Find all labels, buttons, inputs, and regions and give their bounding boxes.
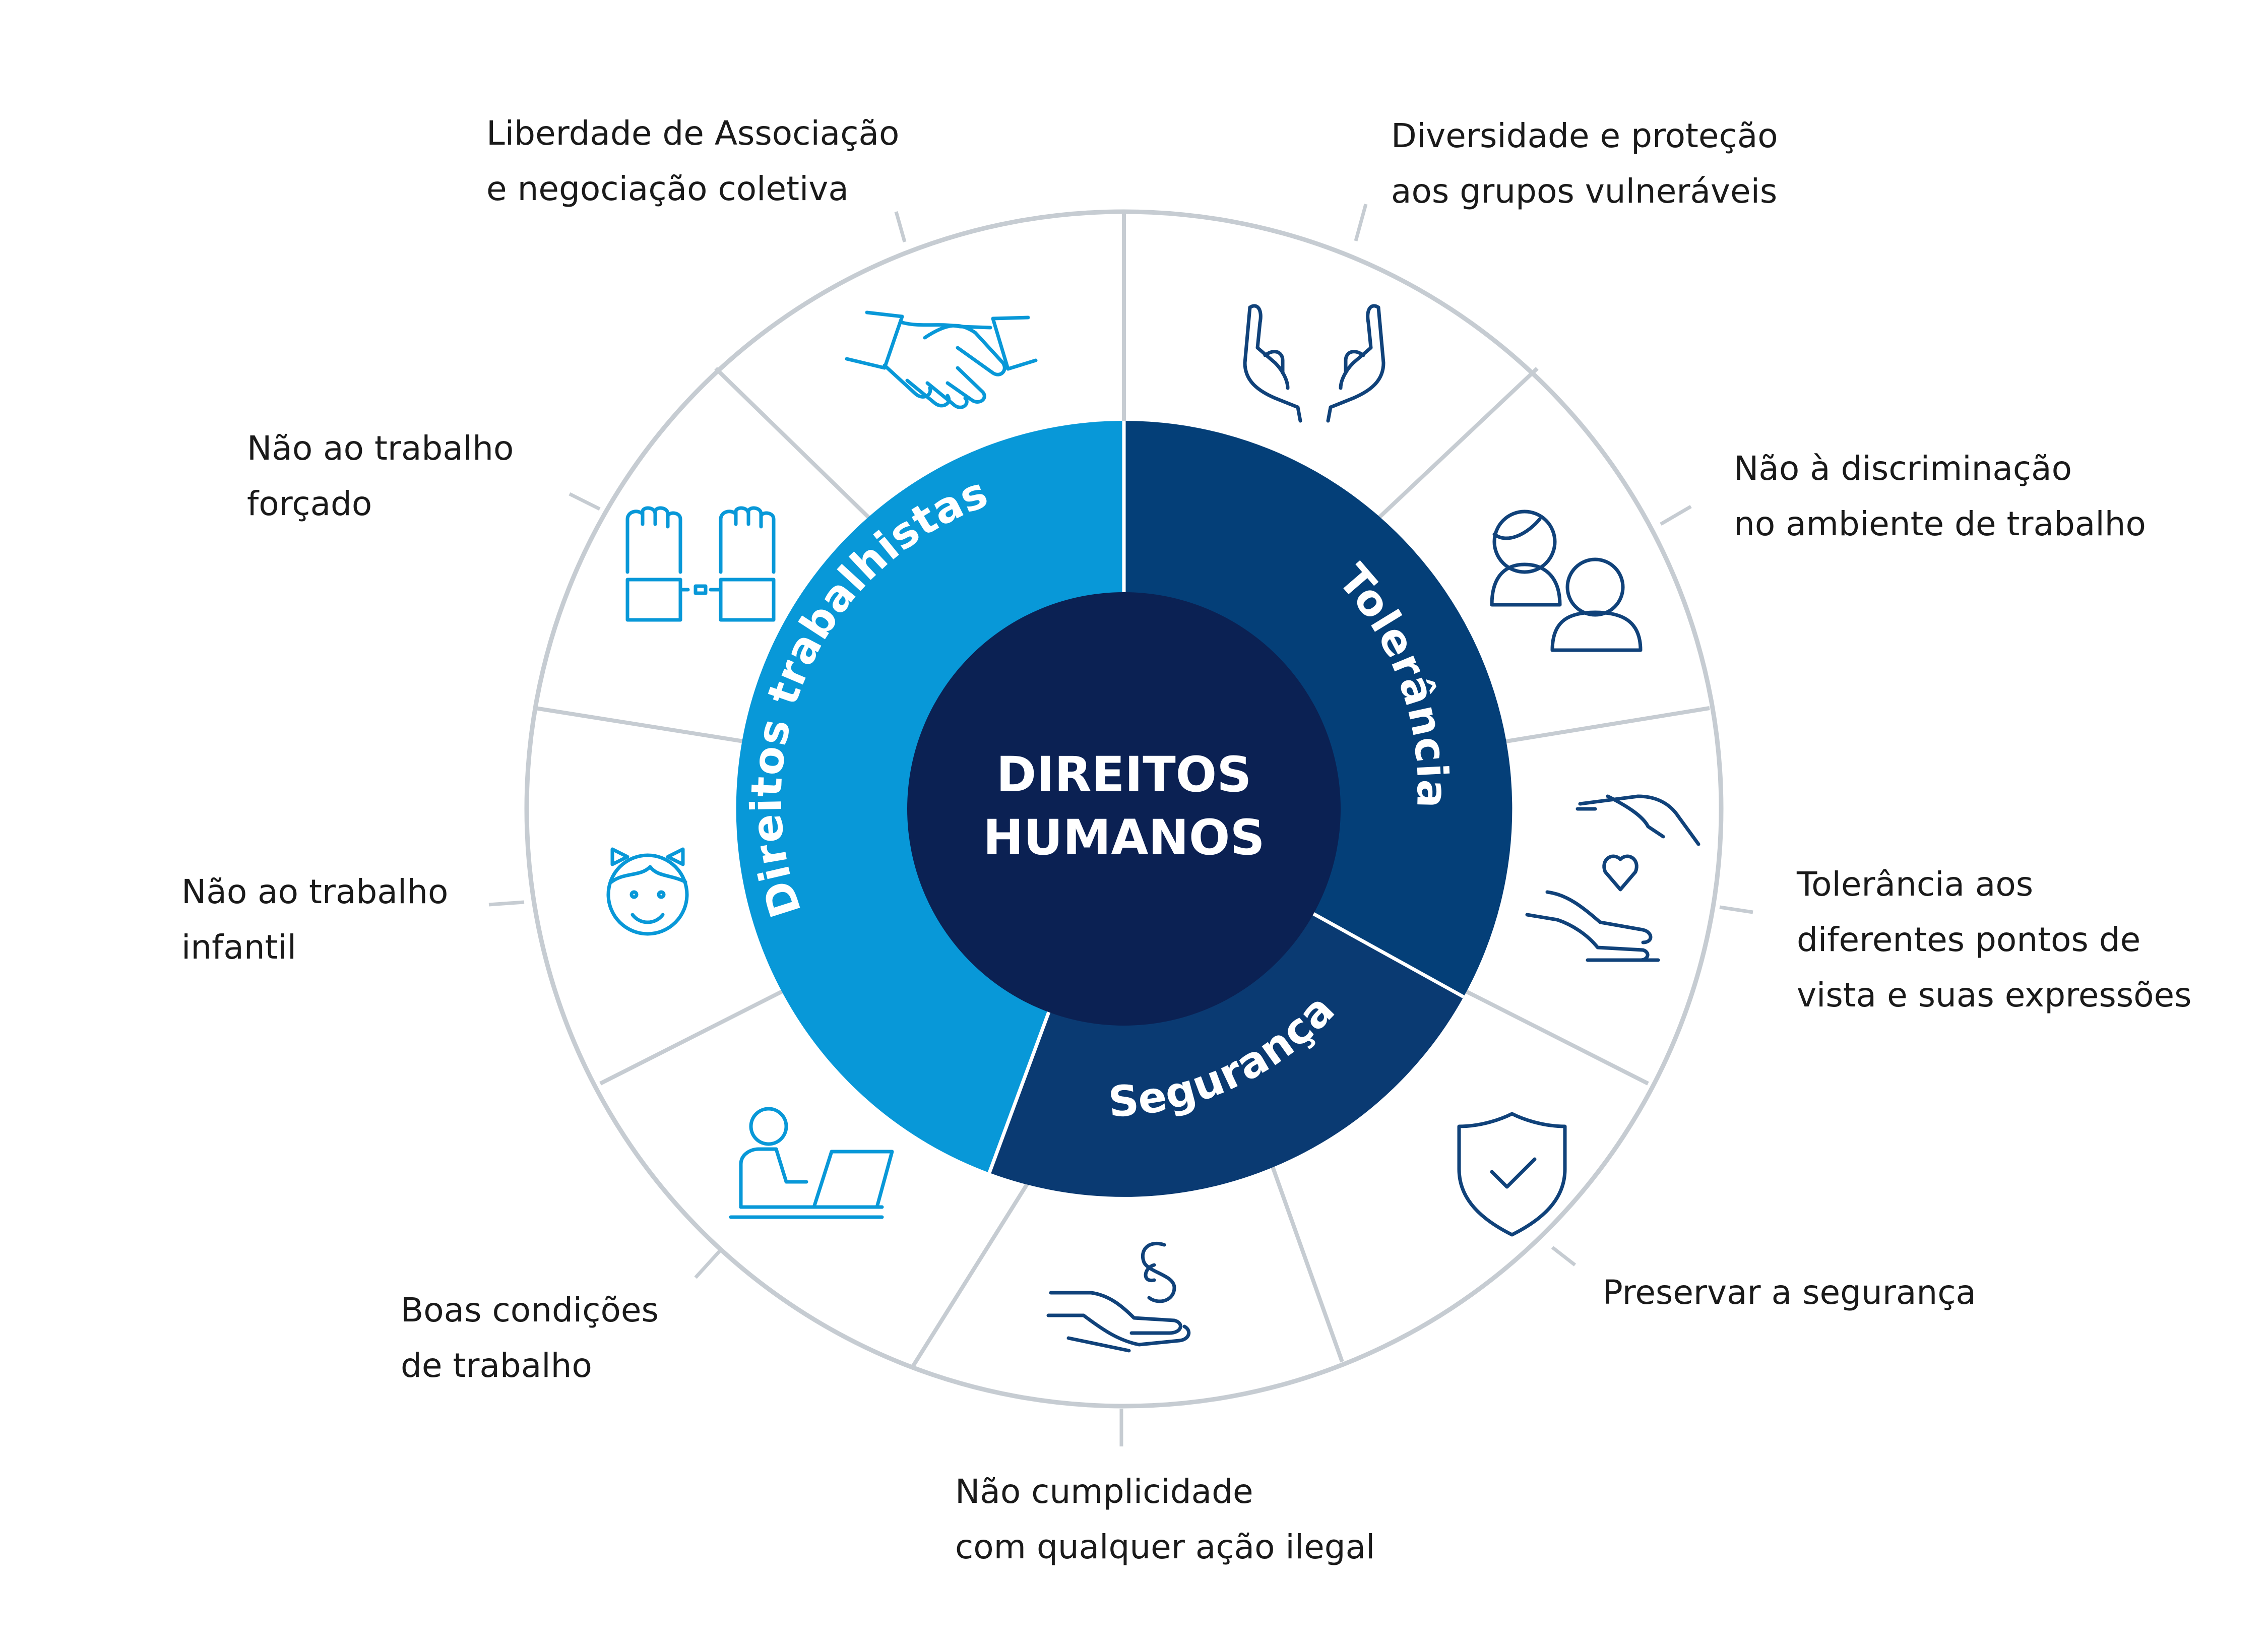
handshake-icon [845,310,1038,409]
center-title-line2: HUMANOS [983,809,1265,866]
handcuffs-icon [625,506,776,622]
label-preserve-security: Preservar a segurança [1603,1273,1976,1312]
open-hands-icon [1243,304,1385,423]
label-forced-labor: Não ao trabalho forçado [247,429,514,523]
people-icon [1490,510,1643,652]
label-diversity: Diversidade e proteção aos grupos vulner… [1391,116,1778,211]
label-non-complicity: Não cumplicidade com qualquer ação ilega… [955,1472,1375,1566]
label-non-discrimination: Não à discriminação no ambiente de traba… [1734,449,2146,543]
center-circle [907,592,1341,1026]
label-child-labor: Não ao trabalho infantil [181,872,449,967]
hands-heart-icon [1525,794,1700,962]
hand-law-icon [1046,1241,1191,1353]
shield-check-icon [1457,1112,1567,1237]
ring-dividers [535,212,1710,1369]
label-freedom-association: Liberdade de Associação e negociação col… [486,114,900,208]
label-ticks [488,204,1753,1446]
center-title-line1: DIREITOS [996,746,1252,803]
label-tolerance-views: Tolerância aos diferentes pontos de vist… [1797,865,2192,1015]
laptop-person-icon [729,1107,894,1219]
child-face-icon [606,847,689,936]
label-working-conditions: Boas condições de trabalho [401,1291,659,1385]
